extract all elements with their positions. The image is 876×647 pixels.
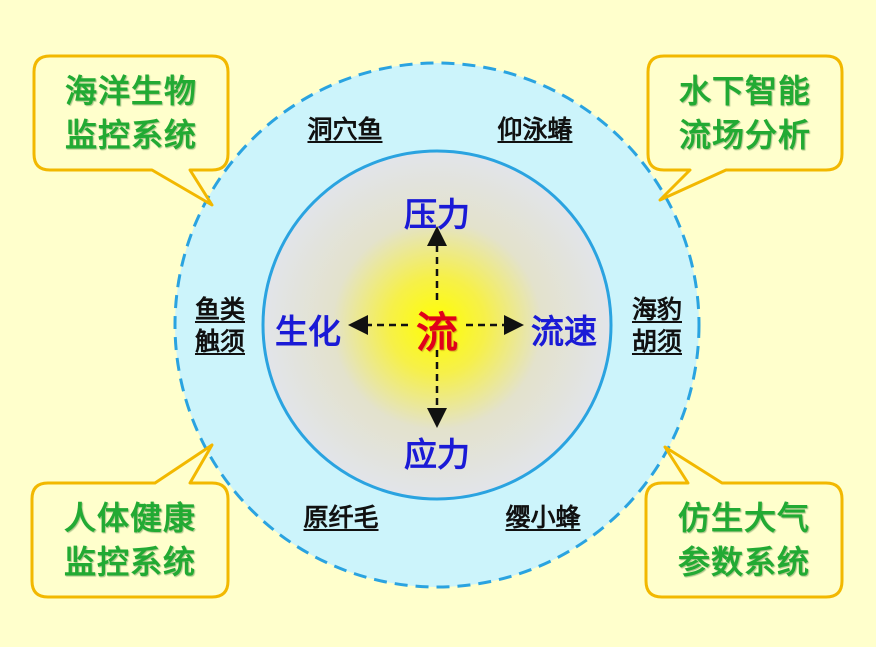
- organism-cave-fish: 洞穴鱼: [307, 115, 383, 144]
- direction-left: 生化: [275, 312, 341, 351]
- organism-primary-cilia: 原纤毛: [303, 503, 379, 532]
- organism-line: 胡须: [631, 327, 682, 356]
- bubble-top-left: [32, 54, 230, 207]
- bubble-bottom-left-text: 人体健康 监控系统: [32, 496, 228, 584]
- organism-bee: 缨小蜂: [505, 503, 581, 532]
- bubble-top-left-text: 海洋生物 监控系统: [34, 69, 228, 157]
- organism-seal-whiskers: 海豹 胡须: [617, 294, 697, 358]
- bubble-line: 水下智能: [678, 72, 811, 110]
- bubble-line: 海洋生物: [64, 72, 197, 110]
- organism-line: 触须: [194, 327, 245, 356]
- bubble-top-right-text: 水下智能 流场分析: [648, 69, 842, 157]
- bubble-bottom-left: [30, 443, 230, 599]
- bubble-bottom-right-text: 仿生大气 参数系统: [646, 496, 842, 584]
- direction-bottom: 应力: [404, 435, 470, 474]
- organism-line: 海豹: [631, 295, 682, 324]
- bubble-line: 参数系统: [677, 543, 810, 581]
- bubble-line: 监控系统: [64, 116, 197, 154]
- direction-right: 流速: [531, 312, 597, 351]
- bubble-bottom-right: [644, 445, 844, 599]
- bubble-line: 仿生大气: [677, 499, 810, 537]
- center-label: 流: [415, 308, 458, 357]
- bubble-line: 人体健康: [63, 499, 196, 537]
- organism-line: 鱼类: [194, 295, 245, 324]
- bubble-top-right: [646, 54, 844, 202]
- inner-circle: [261, 149, 613, 501]
- bubble-line: 监控系统: [63, 543, 196, 581]
- organism-fish-lateral-line: 鱼类 触须: [180, 294, 260, 358]
- direction-top: 压力: [404, 195, 470, 234]
- bubble-line: 流场分析: [678, 116, 811, 154]
- organism-backswimmer: 仰泳蝽: [497, 115, 573, 144]
